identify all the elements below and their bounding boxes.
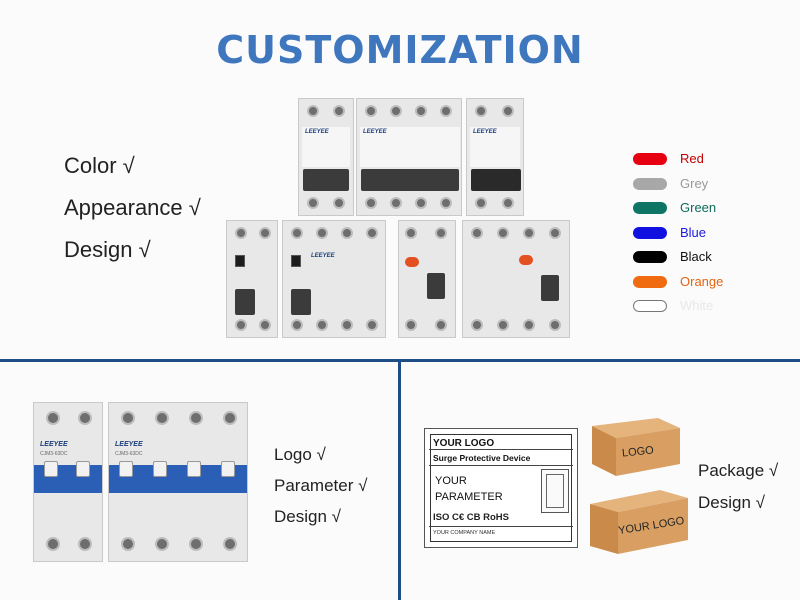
label-parameter: YOUR PARAMETER — [435, 475, 503, 503]
bottom-left-feature-list: Logo √ Parameter √ Design √ — [274, 444, 367, 537]
brand-label: LEEYEE — [40, 441, 68, 448]
bottom-right-feature-list: Package √ Design √ — [698, 460, 778, 524]
package-box-small: LOGO — [592, 418, 682, 476]
brand-label: LEEYEE — [311, 253, 335, 259]
mcb-2pole-image: LEEYEE — [466, 98, 524, 216]
feature-logo: Logo √ — [274, 445, 326, 464]
dc-breaker-2pole-image: LEEYEE CJM3-63DC — [33, 402, 103, 562]
product-label-card: YOUR LOGO Surge Protective Device YOUR P… — [424, 428, 578, 548]
label-company: YOUR COMPANY NAME — [433, 530, 496, 536]
rcd-4pole-image — [462, 220, 570, 338]
page-title: CUSTOMIZATION — [216, 28, 584, 72]
color-swatch — [633, 251, 667, 263]
feature-design-3: Design √ — [698, 493, 765, 512]
feature-appearance: Appearance √ — [64, 195, 201, 220]
color-name: Blue — [680, 224, 707, 240]
feature-parameter: Parameter √ — [274, 476, 368, 495]
brand-label: LEEYEE — [473, 129, 497, 135]
model-label: CJM3-63DC — [40, 451, 68, 457]
rcd-image — [398, 220, 456, 338]
feature-color: Color √ — [64, 153, 135, 178]
color-name: Black — [680, 249, 712, 264]
brand-label: LEEYEE — [363, 129, 387, 135]
brand-label: LEEYEE — [115, 441, 143, 448]
horizontal-divider — [0, 359, 800, 362]
feature-package: Package √ — [698, 461, 779, 480]
brand-label: LEEYEE — [305, 129, 329, 135]
color-swatch — [633, 275, 667, 288]
color-name: Red — [680, 151, 704, 166]
vertical-divider — [398, 362, 401, 600]
color-name: Green — [680, 200, 717, 215]
color-name: White — [680, 298, 714, 313]
label-certs: ISO C€ CB RoHS — [433, 512, 510, 523]
color-swatch — [633, 177, 667, 190]
color-name: Grey — [680, 175, 709, 191]
feature-design: Design √ — [64, 237, 151, 262]
package-box-large: YOUR LOGO — [590, 490, 690, 554]
mcb-2pole-image: LEEYEE — [298, 98, 354, 216]
rccb-image: LEEYEE — [282, 220, 386, 338]
color-swatch — [633, 300, 667, 312]
label-product: Surge Protective Device — [433, 453, 531, 463]
color-swatch — [633, 153, 667, 165]
spd-device-icon — [541, 469, 569, 513]
label-logo: YOUR LOGO — [433, 438, 495, 449]
feature-design-2: Design √ — [274, 507, 341, 526]
model-label: CJM3-63DC — [115, 451, 143, 457]
dc-breaker-4pole-image: LEEYEE CJM3-63DC — [108, 402, 248, 562]
top-feature-list: Color √ Appearance √ Design √ — [64, 150, 201, 276]
color-swatch — [633, 226, 667, 239]
rcbo-image — [226, 220, 278, 338]
mcb-4pole-image: LEEYEE — [356, 98, 462, 216]
color-name: Orange — [680, 273, 724, 289]
color-swatch — [633, 202, 667, 214]
